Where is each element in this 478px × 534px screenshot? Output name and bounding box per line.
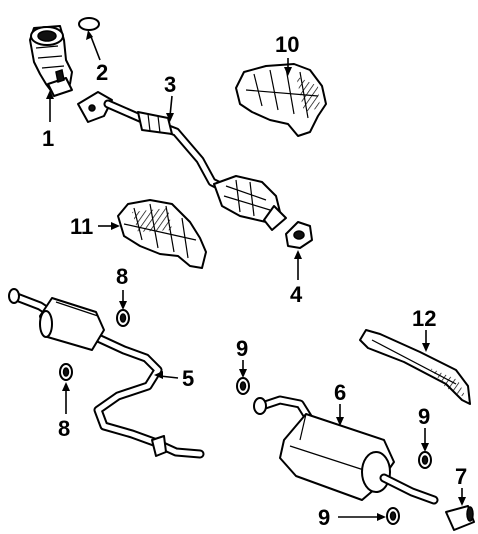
part-1-manifold-converter xyxy=(29,25,73,97)
callout-labels: 1 2 3 4 5 6 7 8 8 9 9 9 10 11 12 xyxy=(42,32,467,530)
callout-3: 3 xyxy=(164,72,176,97)
part-2-gasket xyxy=(78,17,100,31)
part-5-resonator-pipe xyxy=(8,288,205,459)
part-3-front-pipe-converter xyxy=(77,91,287,231)
callout-8-lower: 8 xyxy=(58,416,70,441)
callout-4: 4 xyxy=(290,282,303,307)
callout-12: 12 xyxy=(412,306,436,331)
part-4-gasket xyxy=(285,221,313,249)
callout-9-bottom: 9 xyxy=(318,505,330,530)
callout-9-right: 9 xyxy=(418,404,430,429)
part-9-hanger-right xyxy=(418,451,432,469)
part-10-heat-shield xyxy=(235,63,327,137)
callout-1: 1 xyxy=(42,126,54,151)
part-6-muffler xyxy=(253,395,439,505)
callout-7: 7 xyxy=(455,464,467,489)
part-8-hanger-lower xyxy=(59,363,73,381)
part-9-hanger-left xyxy=(236,377,250,395)
part-11-heat-shield xyxy=(117,199,207,269)
callout-2: 2 xyxy=(96,60,108,85)
callout-6: 6 xyxy=(334,380,346,405)
callout-8-upper: 8 xyxy=(116,264,128,289)
callout-11: 11 xyxy=(70,214,93,239)
callout-9-left: 9 xyxy=(236,336,248,361)
leader-lines xyxy=(46,30,466,521)
part-7-tail-pipe-tip xyxy=(445,505,475,531)
part-9-hanger-bottom xyxy=(386,507,400,525)
callout-5: 5 xyxy=(182,366,194,391)
callout-10: 10 xyxy=(275,32,299,57)
part-8-hanger-upper xyxy=(116,309,130,327)
part-12-heat-shield xyxy=(359,329,471,405)
